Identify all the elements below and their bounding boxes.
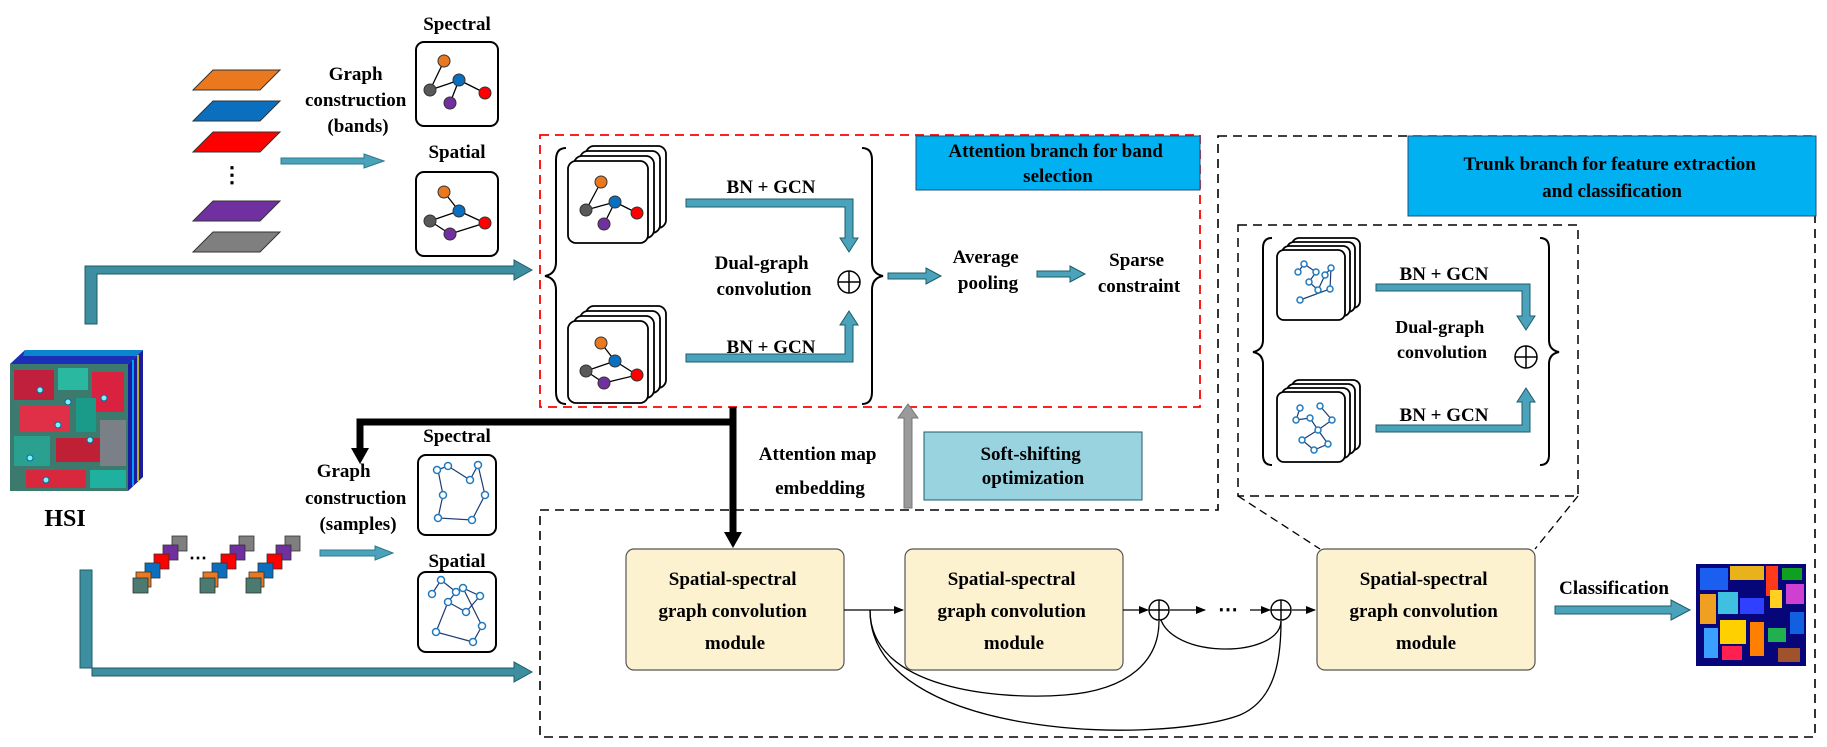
- attention-left-brace: [544, 147, 567, 405]
- module-3: Spatial-spectral graph convolution modul…: [1316, 548, 1536, 671]
- graph-construction-samples-label: Graph construction (samples): [305, 461, 411, 535]
- spatial-label-top: Spatial: [428, 142, 485, 163]
- arrow-hsi-to-attention: [84, 259, 534, 325]
- svg-text:Soft-shifting optimizati: Soft-shifting optimization: [980, 444, 1085, 489]
- trunk-detail-box: [1237, 224, 1579, 497]
- arrow-samples-to-graphs: [319, 545, 395, 561]
- trunk-bn-gcn-top: BN + GCN: [1400, 264, 1489, 285]
- attention-right-brace: [861, 147, 884, 405]
- arrow-hsi-to-trunk: [79, 569, 534, 683]
- svg-text:Trunk branch for feature extra: Trunk branch for feature extraction and …: [1463, 154, 1760, 202]
- svg-text:Spatial-spectral graph c: Spatial-spectral graph convolution modul…: [658, 569, 811, 654]
- trunk-arrow-bottom: [1375, 387, 1536, 433]
- spatial-label-bottom: Spatial: [428, 551, 485, 572]
- attention-spectral-stack: [567, 145, 667, 244]
- sample-patches: ⋯: [132, 535, 301, 594]
- classification-label: Classification: [1559, 578, 1669, 599]
- soft-shift-arrow: [897, 403, 919, 509]
- sparse-constraint-label: Sparse constraint: [1098, 250, 1181, 297]
- spectral-label-top: Spectral: [423, 14, 491, 35]
- attention-sum-icon: [837, 270, 861, 294]
- arrow-to-sparse: [1036, 265, 1087, 283]
- zoom-line-right: [1534, 495, 1579, 550]
- trunk-bn-gcn-bottom: BN + GCN: [1400, 405, 1489, 426]
- attention-dual-graph-label: Dual-graph convolution: [715, 253, 814, 300]
- module-sum-icon-2: [1270, 599, 1292, 621]
- svg-text:Spatial-spectral graph c: Spatial-spectral graph convolution modul…: [937, 569, 1090, 654]
- trunk-spatial-stack: [1276, 379, 1361, 463]
- zoom-line-left: [1237, 495, 1321, 550]
- svg-text:Attention branch for band: Attention branch for band selection: [948, 141, 1167, 187]
- module-sum-icon-1: [1148, 599, 1170, 621]
- module-connectors: [844, 606, 1316, 731]
- spatial-graph-bottom: [417, 571, 497, 653]
- classification-map: [1696, 564, 1806, 666]
- band-stack: [191, 69, 282, 253]
- graph-construction-bands-label: Graph construction (bands): [305, 64, 411, 137]
- soft-shifting-box: Soft-shifting optimization: [923, 431, 1143, 501]
- module-2: Spatial-spectral graph convolution modul…: [904, 548, 1124, 671]
- hsi-cube: HSI: [10, 350, 143, 532]
- svg-text:Spatial-spectral graph c: Spatial-spectral graph convolution modul…: [1349, 569, 1502, 654]
- hsi-label: HSI: [44, 506, 85, 532]
- trunk-spectral-stack: [1276, 237, 1361, 321]
- trunk-right-brace: [1539, 237, 1560, 466]
- spectral-graph-bottom: [417, 454, 497, 536]
- attention-map-arrow: [356, 407, 737, 452]
- average-pooling-label: Average pooling: [953, 247, 1024, 294]
- module-ellipsis: ⋯: [1218, 599, 1238, 621]
- arrow-bands-to-graphs: [280, 153, 386, 169]
- trunk-dual-graph-label: Dual-graph convolution: [1395, 317, 1489, 362]
- spatial-graph-top: [415, 171, 499, 257]
- attention-bn-gcn-bottom: BN + GCN: [727, 337, 816, 358]
- arrow-to-pooling: [887, 267, 943, 285]
- trunk-branch-header: Trunk branch for feature extraction and …: [1407, 135, 1817, 217]
- trunk-left-brace: [1252, 237, 1273, 466]
- svg-text:⋯: ⋯: [189, 548, 207, 568]
- arrow-to-classification: [1554, 599, 1692, 621]
- spectral-label-bottom: Spectral: [423, 426, 491, 447]
- attention-spatial-stack: [567, 305, 667, 404]
- spectral-graph-top: [415, 41, 499, 127]
- attention-arrow-bottom: [685, 310, 859, 363]
- trunk-branch-box: [539, 135, 1816, 738]
- attention-branch-box: [539, 134, 1201, 408]
- module-1: Spatial-spectral graph convolution modul…: [625, 548, 845, 671]
- attention-bn-gcn-top: BN + GCN: [727, 177, 816, 198]
- trunk-arrow-top: [1375, 283, 1536, 331]
- band-ellipsis: ⋮: [221, 162, 243, 187]
- trunk-sum-icon: [1514, 345, 1538, 369]
- attention-map-label: Attention map embedding: [759, 444, 881, 499]
- attention-branch-header: Attention branch for band selection: [915, 135, 1201, 191]
- attention-arrow-top: [685, 198, 859, 253]
